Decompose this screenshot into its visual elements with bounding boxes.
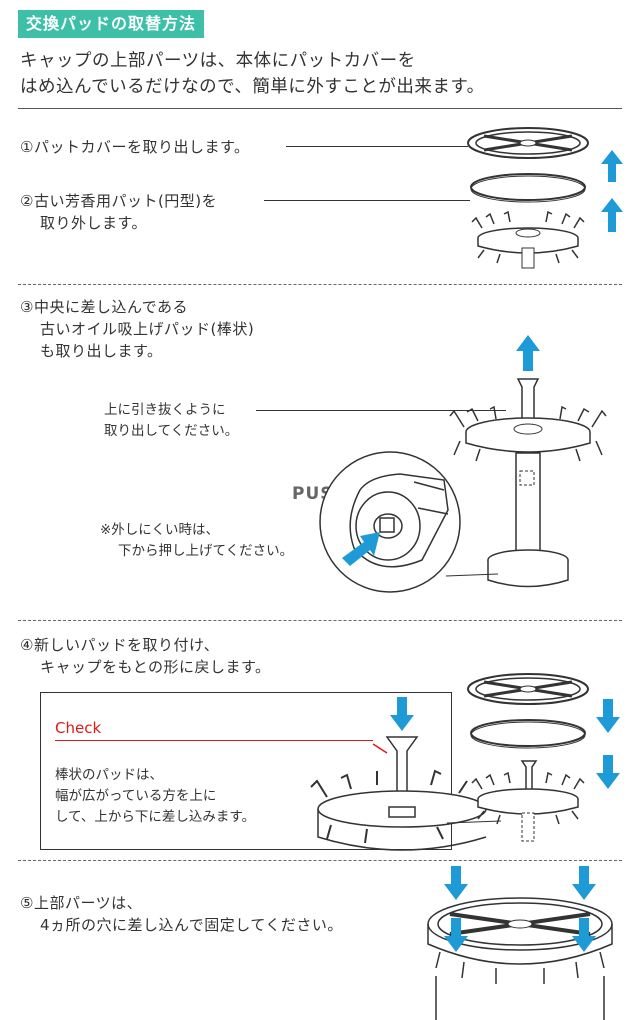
hard-note-line-1: ※外しにくい時は、 (100, 522, 220, 538)
check-underline (55, 740, 373, 741)
diffuser-stand-illustration (449, 335, 607, 588)
cap-fixing-illustration (427, 866, 613, 1020)
step3-line-1: ③中央に差し込んである (20, 298, 189, 316)
intro-line-2: はめ込んでいるだけなので、簡単に外すことが出来ます。 (20, 77, 485, 97)
step4-line-1: ④新しいパッドを取り付け、 (20, 636, 220, 654)
pointer-arrow-icon (342, 532, 380, 566)
check-box: Check 棒状のパッドは、 幅が広がっている方を上に して、上から下に差し込み… (40, 692, 502, 851)
step5-text: ⑤上部パーツは、 4ヵ所の穴に差し込んで固定してください。 (20, 892, 343, 936)
step1-text: ①パットカバーを取り出します。 (20, 138, 250, 156)
arrow-up-icon (516, 335, 540, 371)
step3-text: ③中央に差し込んである 古いオイル吸上げパッド(棒状) も取り出します。 (20, 296, 254, 362)
arrow-up-icon (601, 150, 623, 182)
section-divider (18, 108, 622, 109)
intro-line-1: キャップの上部パーツは、本体にパットカバーを (20, 51, 416, 71)
pull-note: 上に引き抜くように 取り出してください。 (104, 400, 238, 442)
intro-text: キャップの上部パーツは、本体にパットカバーを はめ込んでいるだけなので、簡単に外… (20, 48, 620, 100)
push-detail-illustration (319, 451, 499, 593)
section-divider (18, 284, 622, 285)
check-line-1: 棒状のパッドは、 (55, 767, 163, 783)
check-label: Check (55, 719, 102, 737)
arrow-down-icon (390, 697, 414, 731)
wick-insert-illustration (310, 697, 502, 851)
step2-leader-line (264, 200, 470, 201)
check-line-3: して、上から下に差し込みます。 (55, 809, 256, 825)
step2-line-2: 取り外します。 (40, 214, 148, 232)
hard-note: ※外しにくい時は、 下から押し上げてください。 (100, 520, 293, 562)
arrow-down-icon (444, 866, 596, 952)
step1-leader-line (286, 146, 468, 147)
cap-exploded-illustration (467, 127, 623, 269)
pull-note-line-2: 取り出してください。 (104, 423, 239, 439)
step5-line-2: 4ヵ所の穴に差し込んで固定してください。 (40, 916, 343, 934)
section-divider (18, 860, 622, 861)
step3-line-2: 古いオイル吸上げパッド(棒状) (40, 320, 255, 338)
arrow-down-icon (596, 699, 620, 733)
section-divider (18, 620, 622, 621)
step4-text: ④新しいパッドを取り付け、 キャップをもとの形に戻します。 (20, 634, 271, 678)
pull-leader-line (256, 410, 506, 411)
check-line-2: 幅が広がっている方を上に (55, 788, 217, 804)
step5-line-1: ⑤上部パーツは、 (20, 894, 143, 912)
hard-note-line-2: 下から押し上げてください。 (118, 543, 294, 559)
pull-note-line-1: 上に引き抜くように (104, 402, 226, 418)
reassembly-illustration (467, 673, 620, 842)
step2-text: ②古い芳香用パット(円型)を 取り外します。 (20, 190, 217, 234)
step3-line-3: も取り出します。 (40, 342, 163, 360)
step2-line-1: ②古い芳香用パット(円型)を (20, 192, 218, 210)
page-title: 交換パッドの取替方法 (18, 10, 205, 38)
check-note: 棒状のパッドは、 幅が広がっている方を上に して、上から下に差し込みます。 (55, 765, 255, 828)
step4-line-2: キャップをもとの形に戻します。 (40, 658, 271, 676)
